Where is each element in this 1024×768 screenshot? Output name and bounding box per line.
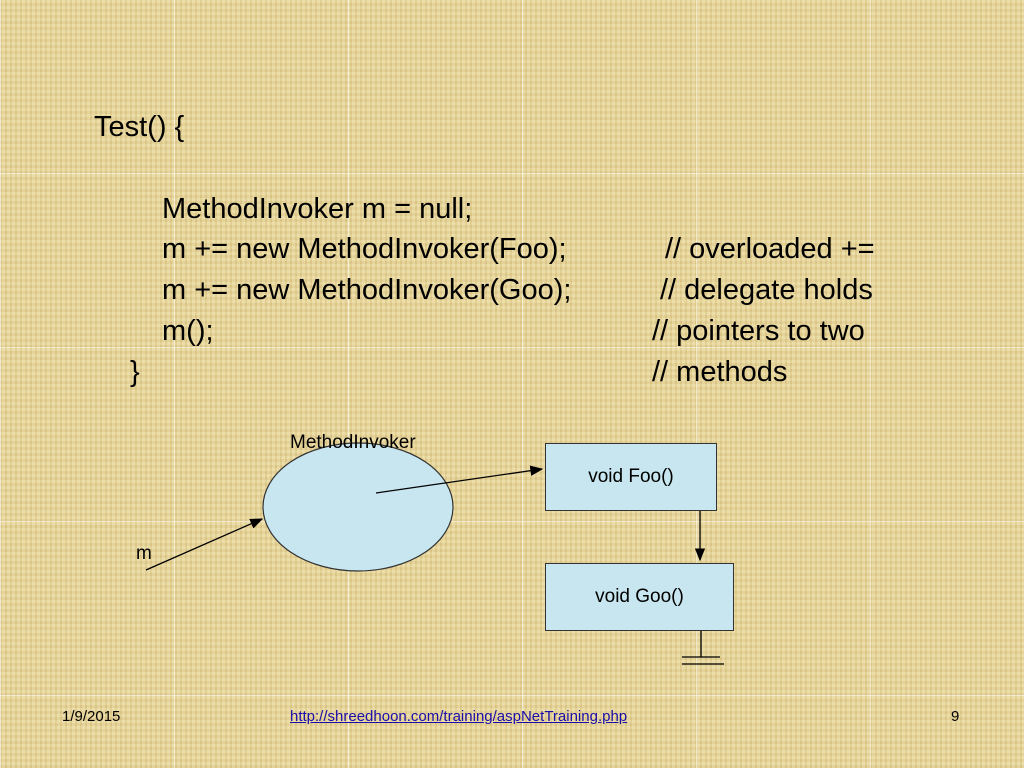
footer-date: 1/9/2015 — [62, 708, 121, 725]
footer-url-link[interactable]: http://shreedhoon.com/training/aspNetTra… — [290, 708, 628, 725]
code-line-declaration: MethodInvoker m = null; — [162, 193, 473, 225]
arrow-m-to-delegate — [145, 518, 264, 571]
code-line-closing-brace: } — [130, 356, 140, 388]
delegate-label: MethodInvoker — [290, 432, 416, 453]
comment-pointers: // pointers to two — [652, 315, 865, 347]
slide-number: 9 — [951, 708, 960, 725]
method-box-goo: void Goo() — [545, 563, 734, 631]
delegate-ellipse — [262, 442, 454, 572]
variable-m-label: m — [136, 543, 152, 564]
code-line-add-foo: m += new MethodInvoker(Foo); — [162, 233, 567, 265]
comment-delegate-holds: // delegate holds — [660, 274, 873, 306]
comment-overloaded: // overloaded += — [665, 233, 875, 265]
method-box-foo: void Foo() — [545, 443, 717, 511]
method-box-goo-label: void Goo() — [595, 586, 684, 607]
method-box-foo-label: void Foo() — [588, 466, 674, 487]
comment-methods: // methods — [652, 356, 788, 388]
code-line-invoke: m(); — [162, 315, 214, 347]
code-line-add-goo: m += new MethodInvoker(Goo); — [162, 274, 572, 306]
arrow-delegate-to-foo — [375, 465, 544, 494]
code-line-test-signature: Test() { — [94, 111, 185, 143]
